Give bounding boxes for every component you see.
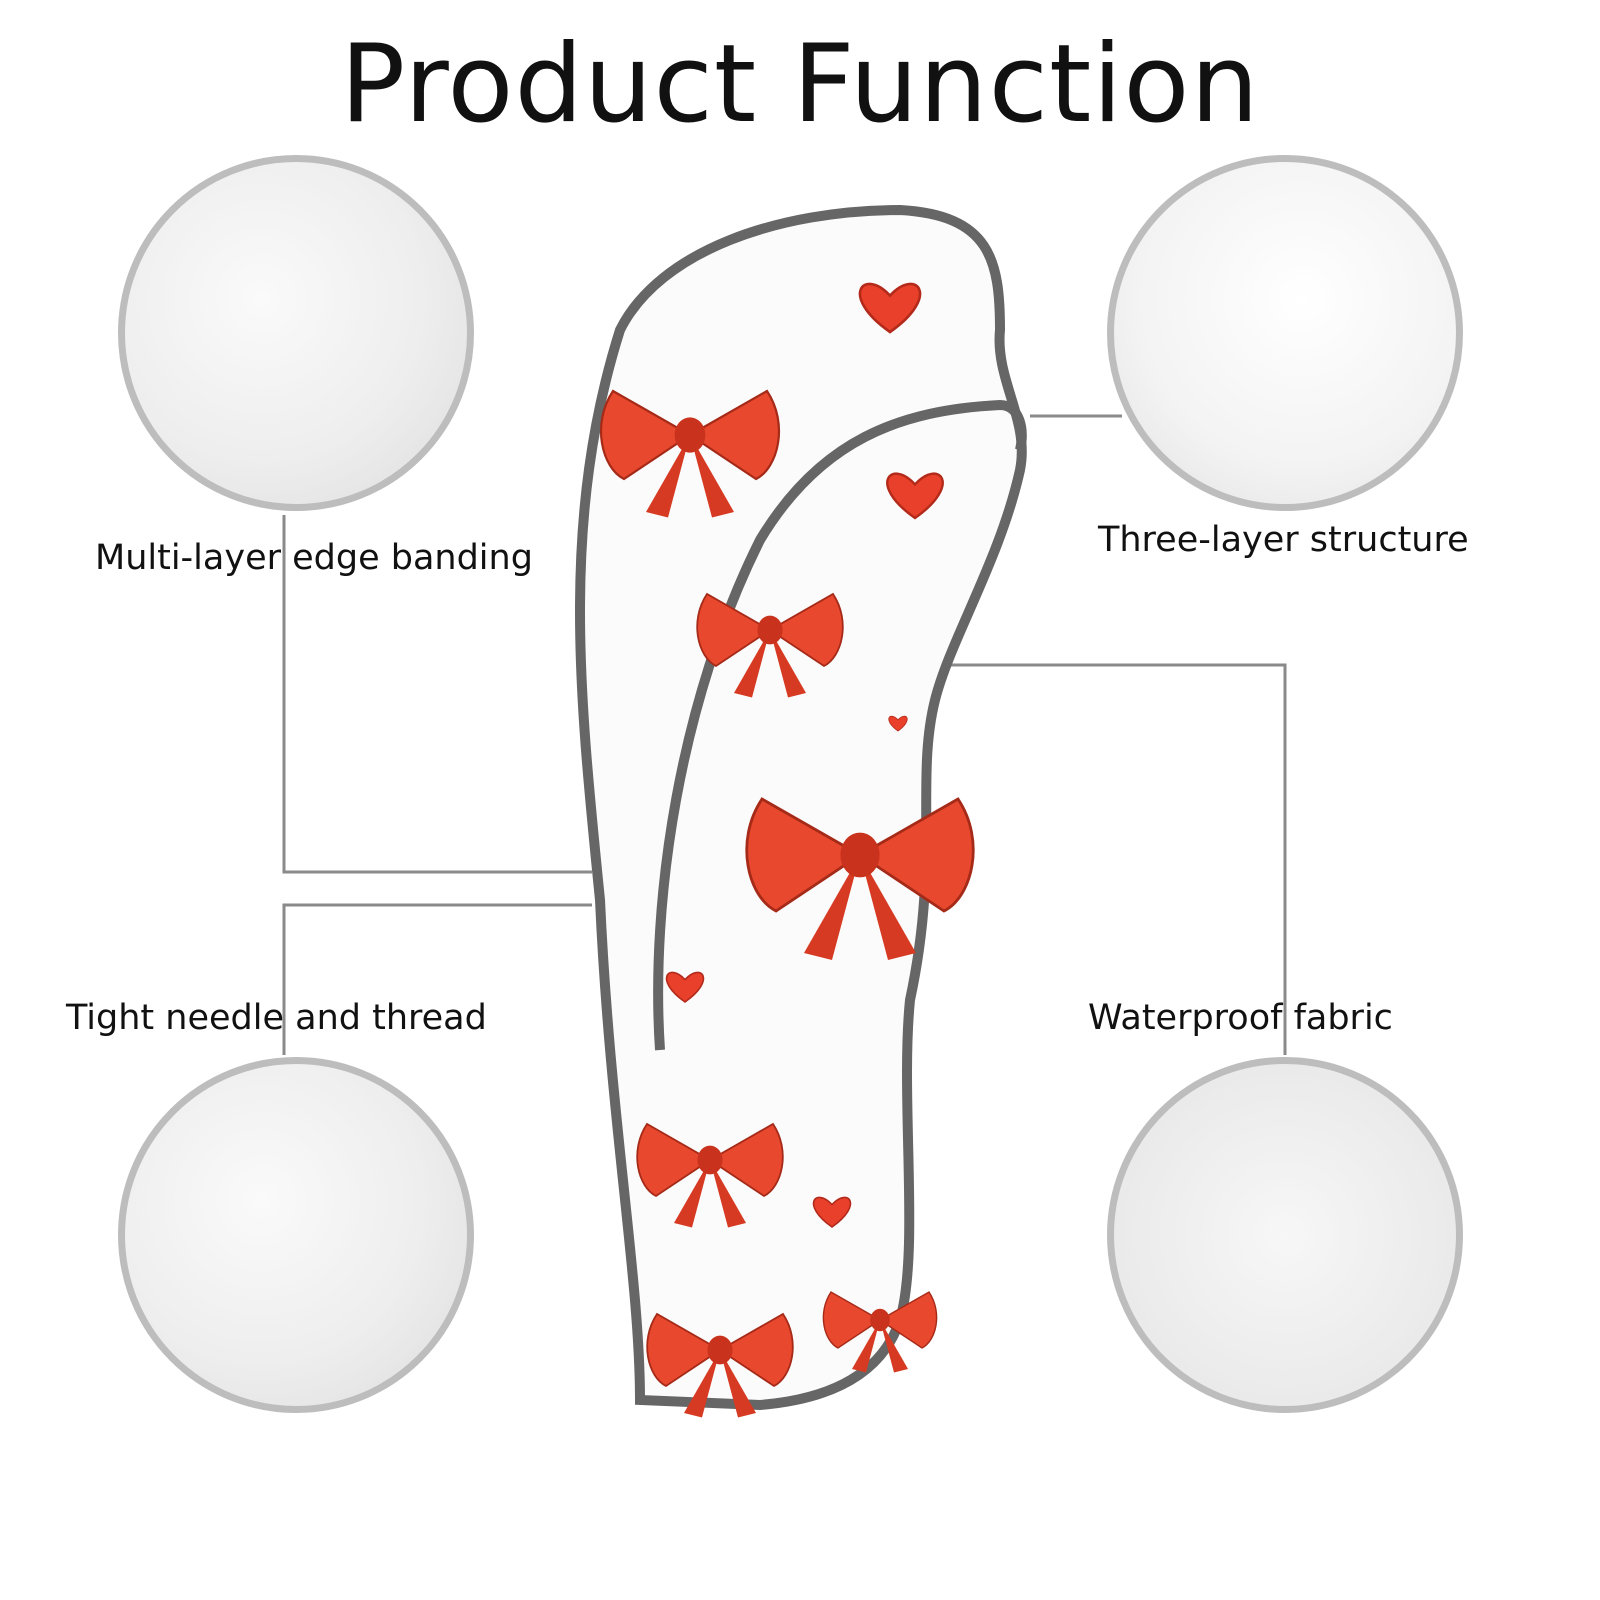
edge-banding-detail-image bbox=[118, 155, 474, 511]
page-title: Product Function bbox=[340, 22, 1260, 147]
waterproof-detail-image bbox=[1107, 1057, 1463, 1413]
feature-label-edge-banding: Multi-layer edge banding bbox=[95, 538, 533, 578]
feature-label-three-layer: Three-layer structure bbox=[1098, 520, 1469, 560]
three-layer-detail-image bbox=[1107, 155, 1463, 511]
feature-label-waterproof: Waterproof fabric bbox=[1088, 998, 1393, 1038]
stitching-detail-image bbox=[118, 1057, 474, 1413]
feature-label-needle-thread: Tight needle and thread bbox=[66, 998, 487, 1038]
